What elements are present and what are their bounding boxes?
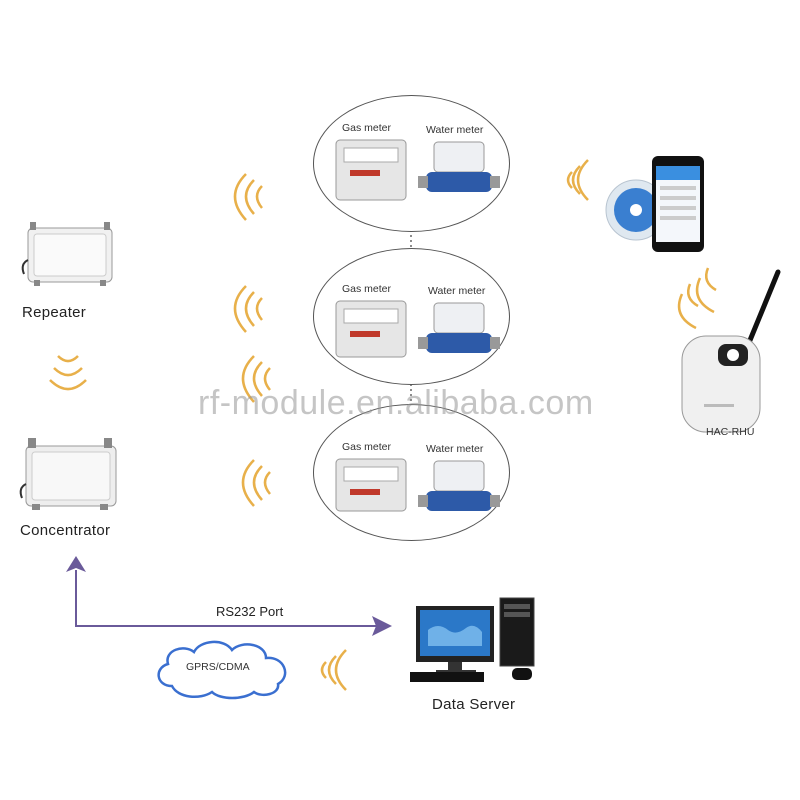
water-meter-label: Water meter xyxy=(428,285,486,297)
repeater-device xyxy=(20,216,120,288)
signal-waves-meter2 xyxy=(233,285,263,333)
signal-waves-meter1 xyxy=(233,173,263,221)
gprs-label: GPRS/CDMA xyxy=(186,661,250,673)
meter-group-2: Gas meter Water meter xyxy=(313,248,510,385)
watermark-text: rf-module.en.alibaba.com xyxy=(198,384,594,422)
gas-meter-icon xyxy=(335,458,407,512)
water-meter-icon xyxy=(418,141,500,192)
handheld-device xyxy=(676,269,786,440)
signal-waves-gprs xyxy=(320,649,347,691)
concentrator-device xyxy=(16,434,126,512)
meter-group-1: Gas meter Water meter xyxy=(313,95,510,232)
gprs-cloud: GPRS/CDMA xyxy=(150,636,298,700)
data-server-device xyxy=(408,594,548,686)
gas-meter-label: Gas meter xyxy=(342,283,392,295)
arrow-right-head xyxy=(372,616,392,636)
water-meter-label: Water meter xyxy=(426,443,484,455)
signal-waves-phone xyxy=(566,159,589,201)
concentrator-label: Concentrator xyxy=(20,522,111,539)
arrow-up-head xyxy=(66,556,86,572)
data-server-label: Data Server xyxy=(432,696,516,713)
smartphone-device xyxy=(605,152,710,258)
meter-group-3: Gas meter Water meter xyxy=(313,404,510,541)
handheld-label: HAC-RHU xyxy=(706,426,755,438)
water-meter-icon xyxy=(418,460,500,511)
water-meter-label: Water meter xyxy=(426,124,484,136)
signal-waves-handheld xyxy=(677,267,717,330)
signal-waves-repeater xyxy=(49,355,87,391)
gas-meter-label: Gas meter xyxy=(342,441,392,453)
repeater-label: Repeater xyxy=(22,304,87,321)
signal-waves-meter2b xyxy=(241,355,271,403)
gas-meter-icon xyxy=(335,300,407,358)
water-meter-icon xyxy=(418,302,500,353)
gas-meter-icon xyxy=(335,139,407,201)
signal-waves-meter3 xyxy=(241,459,271,507)
rs232-label: RS232 Port xyxy=(216,604,284,619)
gas-meter-label: Gas meter xyxy=(342,122,392,134)
rs232-line xyxy=(75,570,378,627)
